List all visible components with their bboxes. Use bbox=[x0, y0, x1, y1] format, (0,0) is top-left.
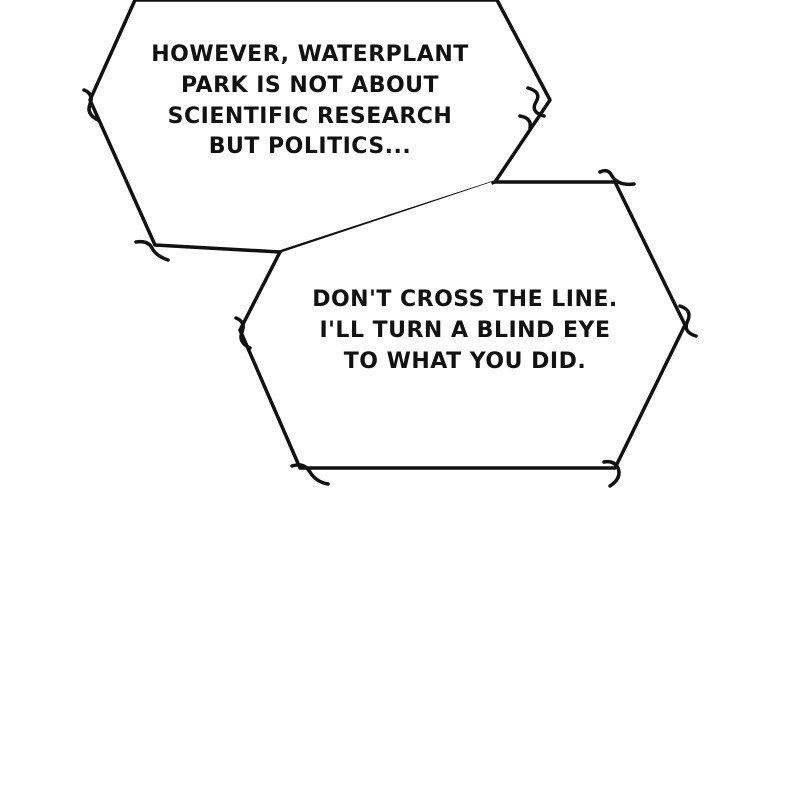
bubble-line: TO WHAT YOU DID. bbox=[343, 348, 587, 374]
bubble-line: HOWEVER, WATERPLANT bbox=[151, 42, 469, 67]
bubble-line: SCIENTIFIC RESEARCH bbox=[167, 103, 453, 129]
speech-bubble-1-text: HOWEVER, WATERPLANT PARK IS NOT ABOUT SC… bbox=[115, 40, 505, 163]
bubble-line: I'LL TURN A BLIND EYE bbox=[319, 317, 611, 343]
speech-bubble-2-text: DON'T CROSS THE LINE. I'LL TURN A BLIND … bbox=[275, 285, 655, 377]
bubble-line: DON'T CROSS THE LINE. bbox=[312, 287, 618, 312]
bubble-line: BUT POLITICS... bbox=[208, 134, 412, 160]
speech-bubble-2-outline bbox=[238, 180, 687, 470]
bubble-2-joints bbox=[234, 168, 698, 488]
bubble-line: PARK IS NOT ABOUT bbox=[180, 72, 440, 98]
bubble-1-joints bbox=[82, 86, 546, 262]
